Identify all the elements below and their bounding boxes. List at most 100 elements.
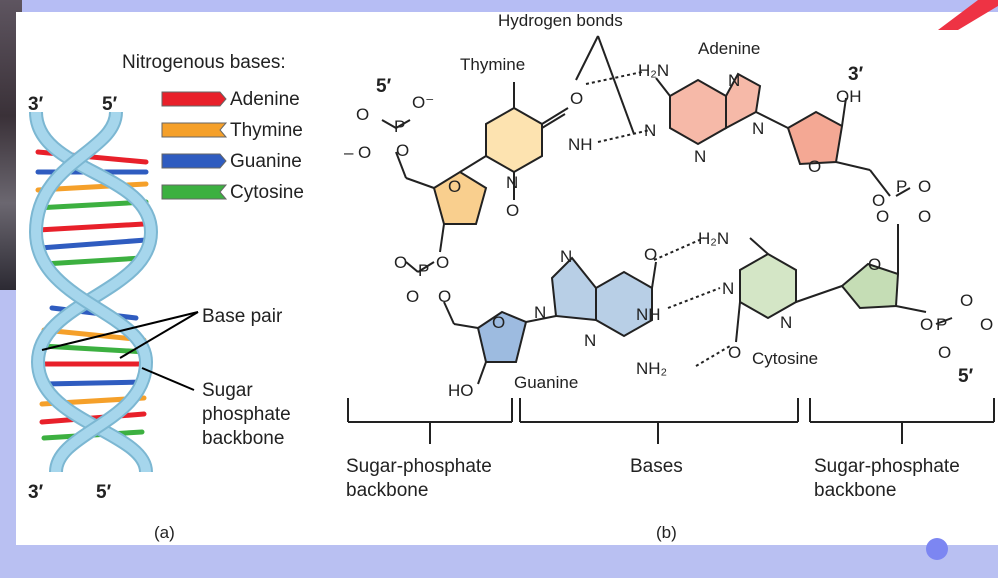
three-prime-top: 3′ (848, 64, 864, 85)
hydrogen-bonds-label: Hydrogen bonds (498, 12, 623, 30)
oh-top: OH (836, 87, 862, 106)
phosphate-o-right-4: O (918, 207, 931, 226)
guanine-label: Guanine (514, 373, 578, 392)
bracket-left-caption-2: backbone (346, 480, 428, 501)
sugar-o-bottom-left: O (492, 313, 505, 332)
thymine-o2: O (506, 201, 519, 220)
backbone-pointer (141, 367, 195, 391)
adenine-n7: N (728, 71, 740, 90)
phosphate-o-minus-top: O⁻ (412, 93, 434, 112)
guanine-ring-5 (550, 256, 597, 322)
five-prime-top: 5′ (376, 76, 392, 97)
svg-text:Guanine: Guanine (230, 151, 302, 172)
phosphate-o-bottom-3: O (980, 315, 993, 334)
thymine-n1: N (506, 173, 518, 192)
corner-decoration (938, 0, 998, 30)
svg-text:Adenine: Adenine (230, 89, 300, 110)
svg-text:Cytosine: Cytosine (230, 182, 304, 203)
helix-strand-a (31, 111, 157, 473)
cytosine-label: Cytosine (752, 349, 818, 368)
sugar-bottom-left (476, 310, 528, 363)
cytosine-o2: O (728, 343, 741, 362)
phosphate-o-top-1: O (356, 105, 369, 124)
dna-diagram: 3′ 5′ 3′ 5′ Base pair Sugar phosphate ba… (28, 11, 995, 542)
phosphate-p-bottom: P (936, 315, 947, 334)
guanine-nh: NH (636, 305, 661, 324)
phosphate-o-mid-4: O (438, 287, 451, 306)
base-legend: Nitrogenous bases: Adenine Thymine Guani… (122, 52, 304, 203)
hbond-5 (695, 345, 731, 367)
phosphate-o-bottom-4: O (938, 343, 951, 362)
bracket-sugar-phosphate-left (347, 398, 513, 444)
adenine-ring-6 (669, 78, 727, 146)
cytosine-n3: N (722, 279, 734, 298)
ho-bottom: HO (448, 381, 474, 400)
bracket-left-caption-1: Sugar-phosphate (346, 456, 492, 477)
phosphate-o-right-2: O (918, 177, 931, 196)
phosphate-o-bottom-1: O (960, 291, 973, 310)
sugar-bottom-right (840, 262, 900, 310)
cytosine-n1: N (780, 313, 792, 332)
five-prime-bottom: 5′ (958, 366, 974, 387)
phosphate-o-mid-3: O (406, 287, 419, 306)
phosphate-o-mid-1: O (394, 253, 407, 272)
chemical-labels: Hydrogen bonds Thymine Adenine Guanine C… (344, 11, 993, 400)
chemical-structure (347, 35, 995, 444)
legend-item-guanine: Guanine (161, 151, 302, 172)
phosphate-o-right-3: O (876, 207, 889, 226)
sugar-top-left (432, 170, 488, 225)
guanine-n9: N (534, 303, 546, 322)
panel-label-a: (a) (154, 523, 175, 542)
adenine-n3: N (694, 147, 706, 166)
hbond-2 (597, 129, 651, 143)
adenine-n1: N (644, 121, 656, 140)
phosphate-o-right-1: O (872, 191, 885, 210)
phosphate-o-top-ester: O (396, 141, 409, 160)
phosphate-o-mid-2: O (436, 253, 449, 272)
base-pair-pointer-1 (41, 311, 199, 351)
adenine-ring-5 (725, 72, 762, 130)
bracket-right-caption-2: backbone (814, 480, 896, 501)
legend-title: Nitrogenous bases: (122, 52, 286, 73)
guanine-n3: N (584, 331, 596, 350)
helix-top-right-end: 5′ (102, 94, 118, 115)
guanine-n7: N (560, 247, 572, 266)
guanine-o6: O (644, 245, 657, 264)
cytosine-amine: H₂N (698, 229, 729, 248)
helix-strand-b (30, 111, 152, 473)
adenine-n9: N (752, 119, 764, 138)
sugar-top-right (786, 110, 844, 166)
slide: 3′ 5′ 3′ 5′ Base pair Sugar phosphate ba… (16, 11, 998, 545)
guanine-amine: NH₂ (636, 359, 667, 378)
helix-bottom-left-end: 3′ (28, 482, 44, 503)
guanine-ring-6 (595, 270, 653, 338)
bracket-middle-caption: Bases (630, 456, 683, 477)
legend-item-thymine: Thymine (161, 120, 303, 141)
bracket-right-caption-1: Sugar-phosphate (814, 456, 960, 477)
hbond-3 (653, 237, 705, 261)
double-helix: 3′ 5′ 3′ 5′ Base pair Sugar phosphate ba… (28, 94, 291, 542)
sugar-o-top-right: O (808, 157, 821, 176)
phosphate-p-right: P (896, 177, 907, 196)
sugar-o-top-left: O (448, 177, 461, 196)
thymine-nh: NH (568, 135, 593, 154)
backbone-label-line-1: Sugar (202, 380, 253, 401)
thymine-ring (485, 106, 543, 174)
phosphate-p-top: P (394, 117, 405, 136)
cytosine-ring (739, 252, 797, 320)
presentation-background (0, 0, 998, 12)
thymine-o4: O (570, 89, 583, 108)
adenine-label: Adenine (698, 39, 760, 58)
panel-label-b: (b) (656, 523, 677, 542)
helix-bottom-right-end: 5′ (96, 482, 112, 503)
bracket-sugar-phosphate-right (809, 398, 995, 444)
presentation-dot (926, 538, 948, 560)
phosphate-o-minus-left: O (358, 143, 371, 162)
phosphate-o-bottom-2: O (920, 315, 933, 334)
sugar-o-bottom-right: O (868, 255, 881, 274)
backbone-label-line-2: phosphate (202, 404, 291, 425)
phosphate-minus-sign: – (344, 143, 354, 162)
bracket-bases (519, 398, 799, 444)
legend-item-adenine: Adenine (161, 89, 300, 110)
phosphate-p-middle: P (418, 261, 429, 280)
